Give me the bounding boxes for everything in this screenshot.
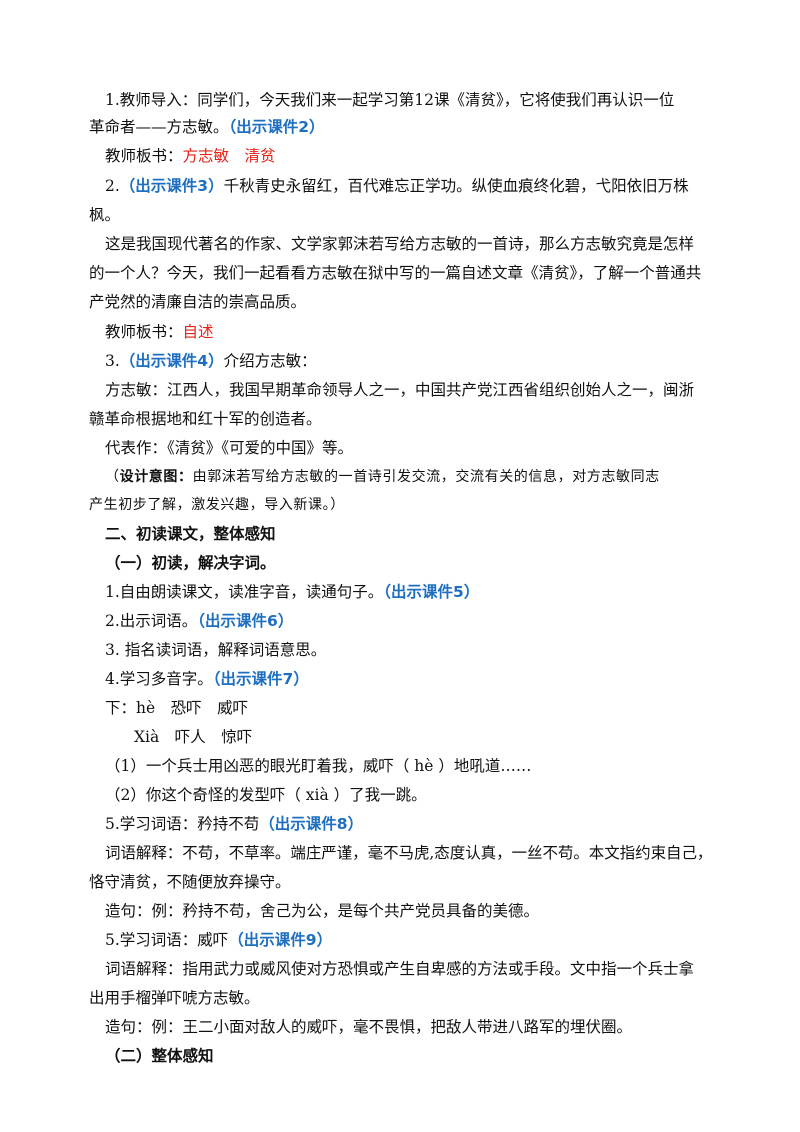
design-intent-label: 设计意图： — [119, 469, 193, 485]
courseware-tag: （出示课件6） — [197, 612, 294, 630]
courseware-tag: （出示课件9） — [228, 931, 333, 949]
text: 造句：例：王二小面对敌人的威吓，毫不畏惧，把敌人带进八路军的埋伏圈。 — [105, 1018, 633, 1036]
polyphone-line: 下：hè 恐吓 威吓 — [105, 697, 248, 719]
intro-author-line: 3.（出示课件4）介绍方志敏： — [105, 350, 317, 372]
courseware-tag: （出示课件3） — [119, 177, 224, 195]
text: 介绍方志敏： — [223, 352, 317, 370]
text: 革命者——方志敏。 — [89, 118, 229, 136]
text: 下：hè 恐吓 威吓 — [105, 699, 249, 717]
text: 由郭沫若写给方志敏的一首诗引发交流，交流有关的信息，对方志敏同志 — [192, 469, 660, 485]
step-line: 5.学习词语：威吓（出示课件9） — [105, 929, 332, 951]
text: 3. — [105, 352, 120, 370]
text: 教师板书： — [105, 147, 183, 165]
paragraph-line: 代表作：《清贫》《可爱的中国》等。 — [105, 437, 353, 459]
text: 词语解释：不苟，不草率。端庄严谨，毫不马虎,态度认真，一丝不苟。本文指约束自己， — [105, 844, 713, 862]
text: 2.出示词语。 — [105, 612, 198, 630]
text: 的一个人？今天，我们一起看看方志敏在狱中写的一篇自述文章《清贫》，了解一个普通共 — [89, 264, 702, 282]
sentence-making: 造句：例：矜持不苟，舍己为公，是每个共产党员具备的美德。 — [105, 900, 539, 922]
text: 造句：例：矜持不苟，舍己为公，是每个共产党员具备的美德。 — [105, 902, 540, 920]
board-writing-2: 教师板书：自述 — [105, 321, 214, 343]
definition-line: 出用手榴弹吓唬方志敏。 — [89, 987, 260, 1009]
sentence-making: 造句：例：王二小面对敌人的威吓，毫不畏惧，把敌人带进八路军的埋伏圈。 — [105, 1016, 632, 1038]
subsection-heading: （二）整体感知 — [105, 1045, 214, 1067]
paragraph-line: 赣革命根据地和红十军的创造者。 — [89, 408, 322, 430]
text: 3. 指名读词语，解释词语意思。 — [105, 641, 327, 659]
text: 恪守清贫，不随便放弃操守。 — [89, 873, 291, 891]
text: 5.学习词语：矜持不苟 — [105, 815, 260, 833]
section-heading: 二、初读课文，整体感知 — [105, 523, 276, 545]
text: 千秋青史永留红，百代难忘正学功。纵使血痕终化碧，弋阳依旧万株 — [223, 177, 689, 195]
text: 1.教师导入：同学们，今天我们来一起学习第12课《清贫》，它将使我们再认识一位 — [105, 91, 675, 109]
text: （二）整体感知 — [105, 1047, 214, 1065]
text: 二、初读课文，整体感知 — [105, 525, 276, 543]
text: 4.学习多音字。 — [105, 670, 213, 688]
step-line: 5.学习词语：矜持不苟（出示课件8） — [105, 813, 363, 835]
text: （一）初读，解决字词。 — [105, 554, 276, 572]
poem-line2: 枫。 — [89, 204, 120, 226]
paragraph-line: 产党然的清廉自洁的崇高品质。 — [89, 291, 306, 313]
text: （1）一个兵士用凶恶的眼光盯着我，威吓（ hè ）地吼道…… — [105, 757, 532, 775]
text: 1.自由朗读课文，读准字音，读通句子。 — [105, 583, 384, 601]
polyphone-line: Xià 吓人 惊吓 — [134, 726, 252, 748]
text: 产生初步了解，激发兴趣，导入新课。） — [89, 497, 345, 513]
courseware-tag: （出示课件2） — [228, 118, 325, 136]
text: Xià 吓人 惊吓 — [134, 728, 253, 746]
text: 2. — [105, 177, 120, 195]
paragraph-intro-line2: 革命者——方志敏。（出示课件2） — [89, 116, 325, 138]
paragraph-line: 的一个人？今天，我们一起看看方志敏在狱中写的一篇自述文章《清贫》，了解一个普通共 — [89, 262, 701, 284]
text: 出用手榴弹吓唬方志敏。 — [89, 989, 260, 1007]
courseware-tag: （出示课件8） — [259, 815, 364, 833]
step-line: 2.出示词语。（出示课件6） — [105, 610, 293, 632]
board-writing-content: 方志敏 清贫 — [182, 147, 276, 165]
step-line: 1.自由朗读课文，读准字音，读通句子。（出示课件5） — [105, 581, 479, 603]
text: 产党然的清廉自洁的崇高品质。 — [89, 293, 307, 311]
courseware-tag: （出示课件4） — [119, 352, 224, 370]
example-sentence: （2）你这个奇怪的发型吓（ xià ）了我一跳。 — [105, 784, 427, 806]
paragraph-line: 这是我国现代著名的作家、文学家郭沫若写给方志敏的一首诗，那么方志敏究竟是怎样 — [105, 233, 694, 255]
board-writing-1: 教师板书：方志敏 清贫 — [105, 145, 276, 167]
board-writing-content: 自述 — [182, 323, 214, 341]
courseware-tag: （出示课件7） — [212, 670, 309, 688]
poem-line1: 2.（出示课件3）千秋青史永留红，百代难忘正学功。纵使血痕终化碧，弋阳依旧万株 — [105, 175, 689, 197]
text: 5.学习词语：威吓 — [105, 931, 229, 949]
text: 赣革命根据地和红十军的创造者。 — [89, 410, 322, 428]
definition-line: 词语解释：不苟，不草率。端庄严谨，毫不马虎,态度认真，一丝不苟。本文指约束自己， — [105, 842, 712, 864]
text: 词语解释：指用武力或威风使对方恐惧或产生自卑感的方法或手段。文中指一个兵士拿 — [105, 960, 695, 978]
example-sentence: （1）一个兵士用凶恶的眼光盯着我，威吓（ hè ）地吼道…… — [105, 755, 531, 777]
subsection-heading: （一）初读，解决字词。 — [105, 552, 276, 574]
step-line: 4.学习多音字。（出示课件7） — [105, 668, 309, 690]
text: （2）你这个奇怪的发型吓（ xià ）了我一跳。 — [105, 786, 427, 804]
text: （ — [105, 469, 120, 485]
design-intent-line2: 产生初步了解，激发兴趣，导入新课。） — [89, 494, 345, 516]
text: 这是我国现代著名的作家、文学家郭沫若写给方志敏的一首诗，那么方志敏究竟是怎样 — [105, 235, 695, 253]
paragraph-intro-line1: 1.教师导入：同学们，今天我们来一起学习第12课《清贫》，它将使我们再认识一位 — [105, 89, 674, 111]
text: 教师板书： — [105, 323, 183, 341]
courseware-tag: （出示课件5） — [383, 583, 480, 601]
design-intent-line1: （设计意图：由郭沫若写给方志敏的一首诗引发交流，交流有关的信息，对方志敏同志 — [105, 466, 660, 488]
text: 代表作：《清贫》《可爱的中国》等。 — [105, 439, 354, 457]
definition-line: 恪守清贫，不随便放弃操守。 — [89, 871, 291, 893]
text: 枫。 — [89, 206, 121, 224]
paragraph-line: 方志敏：江西人，我国早期革命领导人之一，中国共产党江西省组织创始人之一，闽浙 — [105, 379, 694, 401]
definition-line: 词语解释：指用武力或威风使对方恐惧或产生自卑感的方法或手段。文中指一个兵士拿 — [105, 958, 694, 980]
step-line: 3. 指名读词语，解释词语意思。 — [105, 639, 326, 661]
text: 方志敏：江西人，我国早期革命领导人之一，中国共产党江西省组织创始人之一，闽浙 — [105, 381, 695, 399]
